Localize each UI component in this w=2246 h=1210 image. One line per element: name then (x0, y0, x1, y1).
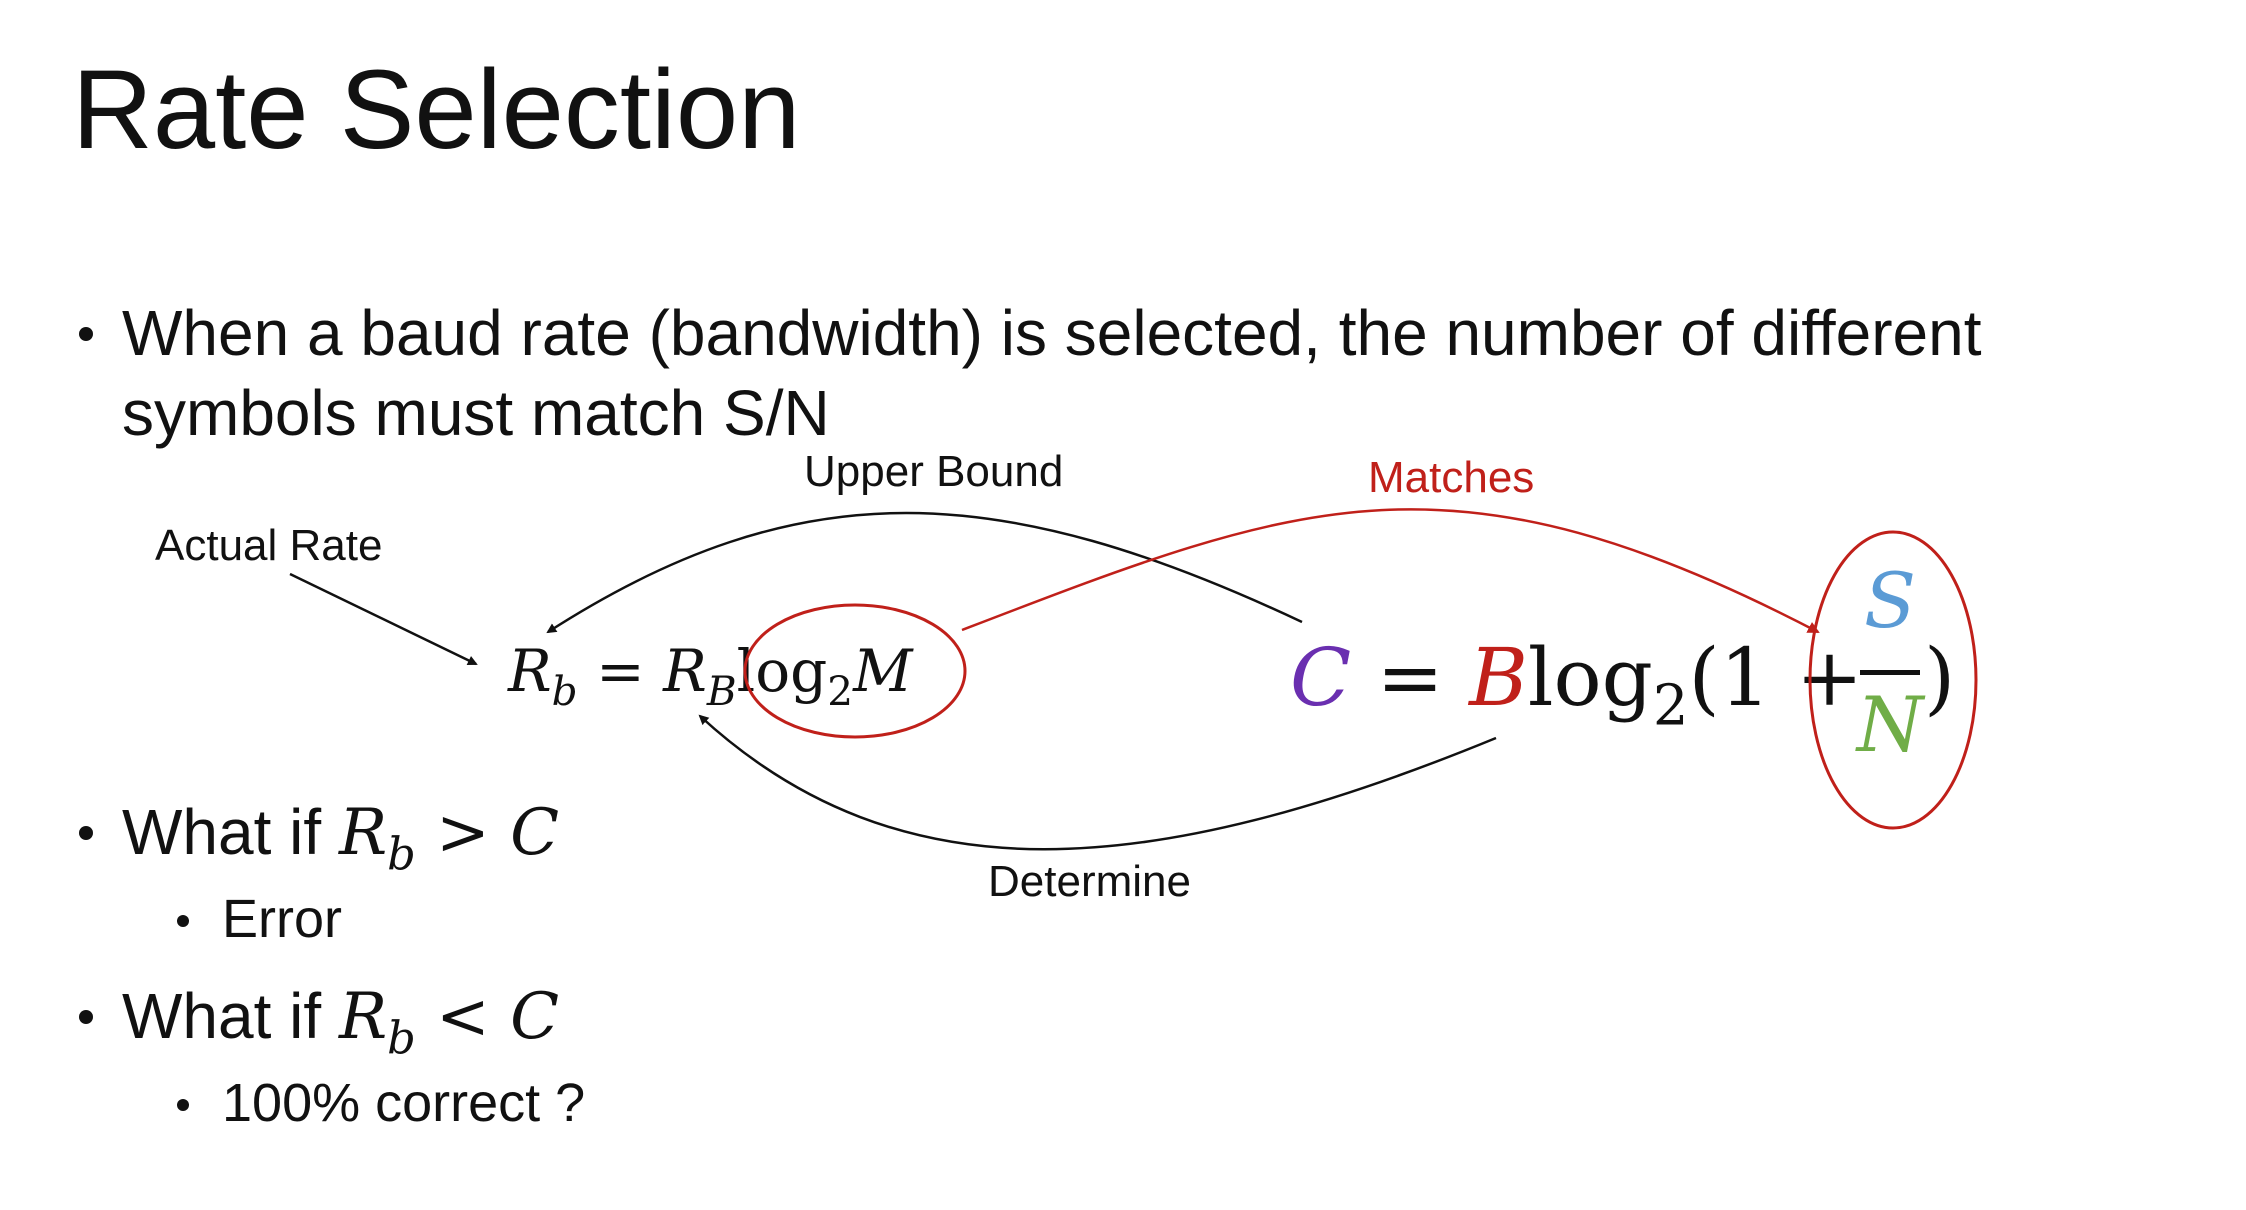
eq2-log: log (1527, 631, 1653, 724)
label-upper-bound: Upper Bound (804, 447, 1064, 496)
equation-shannon-capacity: C = Blog2(1 + (1290, 628, 1889, 757)
eq1-rB-sub: B (706, 667, 737, 716)
eq2-b: B (1469, 631, 1528, 724)
bullet1-line2: symbols must match S/N (122, 377, 830, 449)
log2m-highlight-ellipse (743, 603, 967, 739)
bullet-dot (79, 327, 93, 341)
eq2-open: (1 + (1688, 631, 1889, 724)
bullet2-rhs: C (510, 796, 560, 870)
equation-bit-rate: Rb = RBlog2M (508, 636, 912, 726)
bullet2-text: What if Rb > C (122, 793, 559, 894)
fraction-bar (1860, 670, 1920, 675)
sub-bullet-dot (177, 1099, 189, 1111)
bullet-dot (79, 1010, 93, 1024)
actual-rate-arrow (289, 572, 478, 666)
snr-highlight-ellipse (1808, 530, 1978, 830)
slide-title: Rate Selection (72, 47, 801, 172)
fraction-s: S (1863, 556, 1917, 645)
label-determine: Determine (988, 857, 1191, 906)
eq2-close: ) (1924, 631, 1956, 724)
eq2-c: C (1290, 631, 1352, 724)
label-matches: Matches (1368, 453, 1535, 502)
bullet1-line1: When a baud rate (bandwidth) is selected… (122, 297, 1982, 369)
eq1-m: M (853, 637, 913, 705)
fraction-n: N (1856, 680, 1924, 769)
eq1-equals: = (577, 637, 664, 705)
bullet3-op: < (415, 980, 511, 1054)
bullet2-prefix: What if (122, 796, 339, 868)
snr-fraction: S N (1856, 556, 1924, 786)
upper-bound-arrow (546, 511, 1303, 634)
bullet2-lhs: R (338, 796, 388, 870)
eq1-rb: R (508, 637, 552, 705)
eq1-rB: R (663, 637, 707, 705)
eq2-log-sub: 2 (1652, 673, 1689, 739)
bullet3-rhs: C (510, 980, 560, 1054)
bullet3-lhs: R (338, 980, 388, 1054)
bullet2-lhs-sub: b (387, 827, 416, 881)
matches-arrow (961, 508, 1820, 634)
bullet2-op: > (415, 796, 511, 870)
bullet2-sub-item: Error (222, 889, 342, 949)
bullet-dot (79, 826, 93, 840)
determine-arrow (698, 714, 1497, 851)
sub-bullet-dot (177, 915, 189, 927)
bullet3-prefix: What if (122, 980, 339, 1052)
bullet3-text: What if Rb < C (122, 977, 559, 1078)
label-actual-rate: Actual Rate (155, 521, 383, 570)
eq1-log-sub: 2 (827, 667, 854, 716)
bullet3-lhs-sub: b (387, 1011, 416, 1065)
eq2-equals: = (1351, 631, 1470, 724)
eq1-rb-sub: b (551, 667, 578, 716)
bullet3-sub-item: 100% correct ? (222, 1073, 586, 1133)
